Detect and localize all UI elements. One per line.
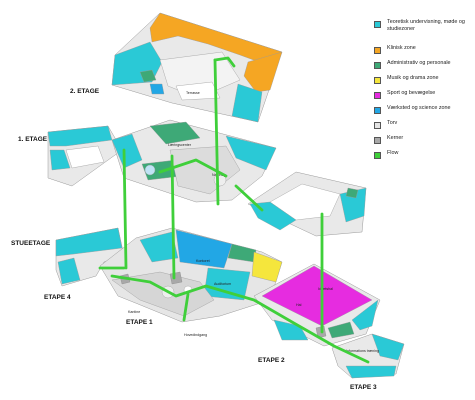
legend-swatch <box>374 122 381 129</box>
flow-vertical-west <box>122 148 128 270</box>
room-label-kantine: Kantine <box>128 310 140 314</box>
floor-2-orange-east <box>243 51 283 93</box>
ground-etape4-teal <box>55 227 123 257</box>
legend-item: Administrativ og personale <box>370 59 474 74</box>
legend-label: Flow <box>387 150 399 156</box>
floor-1-west-courtyard <box>65 145 105 169</box>
flow-ground-main <box>110 274 370 364</box>
legend-swatch <box>374 21 381 28</box>
legend-swatch <box>374 152 381 159</box>
floor-2-teal-south <box>231 83 263 123</box>
ground-teal-north <box>139 231 179 263</box>
flow-ground-entrance <box>182 292 190 322</box>
ground-etape2-green <box>327 321 355 339</box>
legend-label: Administrativ og personale <box>387 60 451 66</box>
room-label-hal: Hal <box>296 303 302 307</box>
room-label-laeringscenter: Læringscenter <box>168 143 192 147</box>
flow-upper-hook <box>213 56 236 68</box>
level-label-2-etage: 2. ETAGE <box>70 88 100 95</box>
floor-2-etage: Terrasse <box>111 12 283 123</box>
legend-item: Kerner <box>370 134 474 149</box>
flow-vertical-upper <box>213 58 220 206</box>
legend-item: Teoretisk undervisning, møde og studiezo… <box>370 18 474 44</box>
floor-1-east-green <box>345 187 359 199</box>
legend-swatch <box>374 92 381 99</box>
floor-1-light-well-1 <box>144 164 156 176</box>
floor-1-green-north <box>149 121 201 145</box>
ground-core-1 <box>169 271 183 285</box>
room-label-hovedindgang: Hovedindgang <box>184 333 207 337</box>
legend-label: Musik og drama zone <box>387 75 439 81</box>
ground-yellow-music <box>251 251 283 283</box>
flow-vertical-center <box>170 154 176 280</box>
floor-1-teal-west <box>111 133 143 169</box>
legend-label: Kerner <box>387 135 404 141</box>
legend-label: Klinisk zone <box>387 45 416 51</box>
legend-label: Teoretisk undervisning, møde og studiezo… <box>387 19 465 32</box>
room-label-kontoret: Kontoret <box>196 259 210 263</box>
room-label-idraetshal: Idrætshal <box>318 287 333 291</box>
floor-1-west-teal <box>47 125 113 147</box>
legend-item: Værksted og science zone <box>370 104 474 119</box>
legend-swatch <box>374 77 381 84</box>
floor-1-teal-east <box>225 135 277 171</box>
legend-swatch <box>374 47 381 54</box>
floor-ground-stueetage: Kontoret Auditorium Kantine Hovedindgang… <box>55 227 405 379</box>
legend-label: Værksted og science zone <box>387 105 451 111</box>
level-label-stueetage: STUEETAGE <box>11 240 51 247</box>
etape-label-3: ETAPE 3 <box>350 384 377 391</box>
ground-etape2-teal-east <box>351 299 379 331</box>
legend-swatch <box>374 62 381 69</box>
ground-etape3-teal-south <box>345 365 397 379</box>
floor-2-blue-core <box>149 83 165 95</box>
ground-etape3-teal <box>371 333 405 361</box>
ground-etape4-teal-wing <box>57 257 81 285</box>
legend-label: Sport og bevægelse <box>387 90 436 96</box>
flow-etage1-link <box>158 158 228 178</box>
legend-item: Musik og drama zone <box>370 74 474 89</box>
floor-1-etage: Læringscenter Naturfag <box>47 119 367 237</box>
room-label-auditorium: Auditorium <box>214 282 231 286</box>
etape-label-2: ETAPE 2 <box>258 357 285 364</box>
etape-label-1: ETAPE 1 <box>126 319 153 326</box>
floor-2-terrace-deck <box>175 81 221 101</box>
zone-legend: Teoretisk undervisning, møde og studiezo… <box>370 18 474 164</box>
flow-etage1-east <box>234 184 264 212</box>
flow-lines <box>98 56 370 364</box>
legend-swatch <box>374 107 381 114</box>
legend-item: Klinisk zone <box>370 44 474 59</box>
room-label-naturfag: Naturfag <box>212 173 226 177</box>
legend-item: Flow <box>370 149 474 164</box>
room-label-terrasse: Terrasse <box>186 91 200 95</box>
ground-sports-hall <box>261 265 373 327</box>
level-label-1-etage: 1. ETAGE <box>18 136 48 143</box>
ground-etape2-teal <box>273 319 309 341</box>
legend-swatch <box>374 137 381 144</box>
ground-blue-workshop <box>175 229 233 269</box>
legend-item: Torv <box>370 119 474 134</box>
legend-item: Sport og bevægelse <box>370 89 474 104</box>
floor-1-west-teal-lower <box>49 149 71 171</box>
room-label-informationstraening: Informations træning <box>346 349 379 353</box>
etape-label-4: ETAPE 4 <box>44 294 71 301</box>
floor-2-green-core <box>139 69 157 83</box>
legend-label: Torv <box>387 120 398 126</box>
